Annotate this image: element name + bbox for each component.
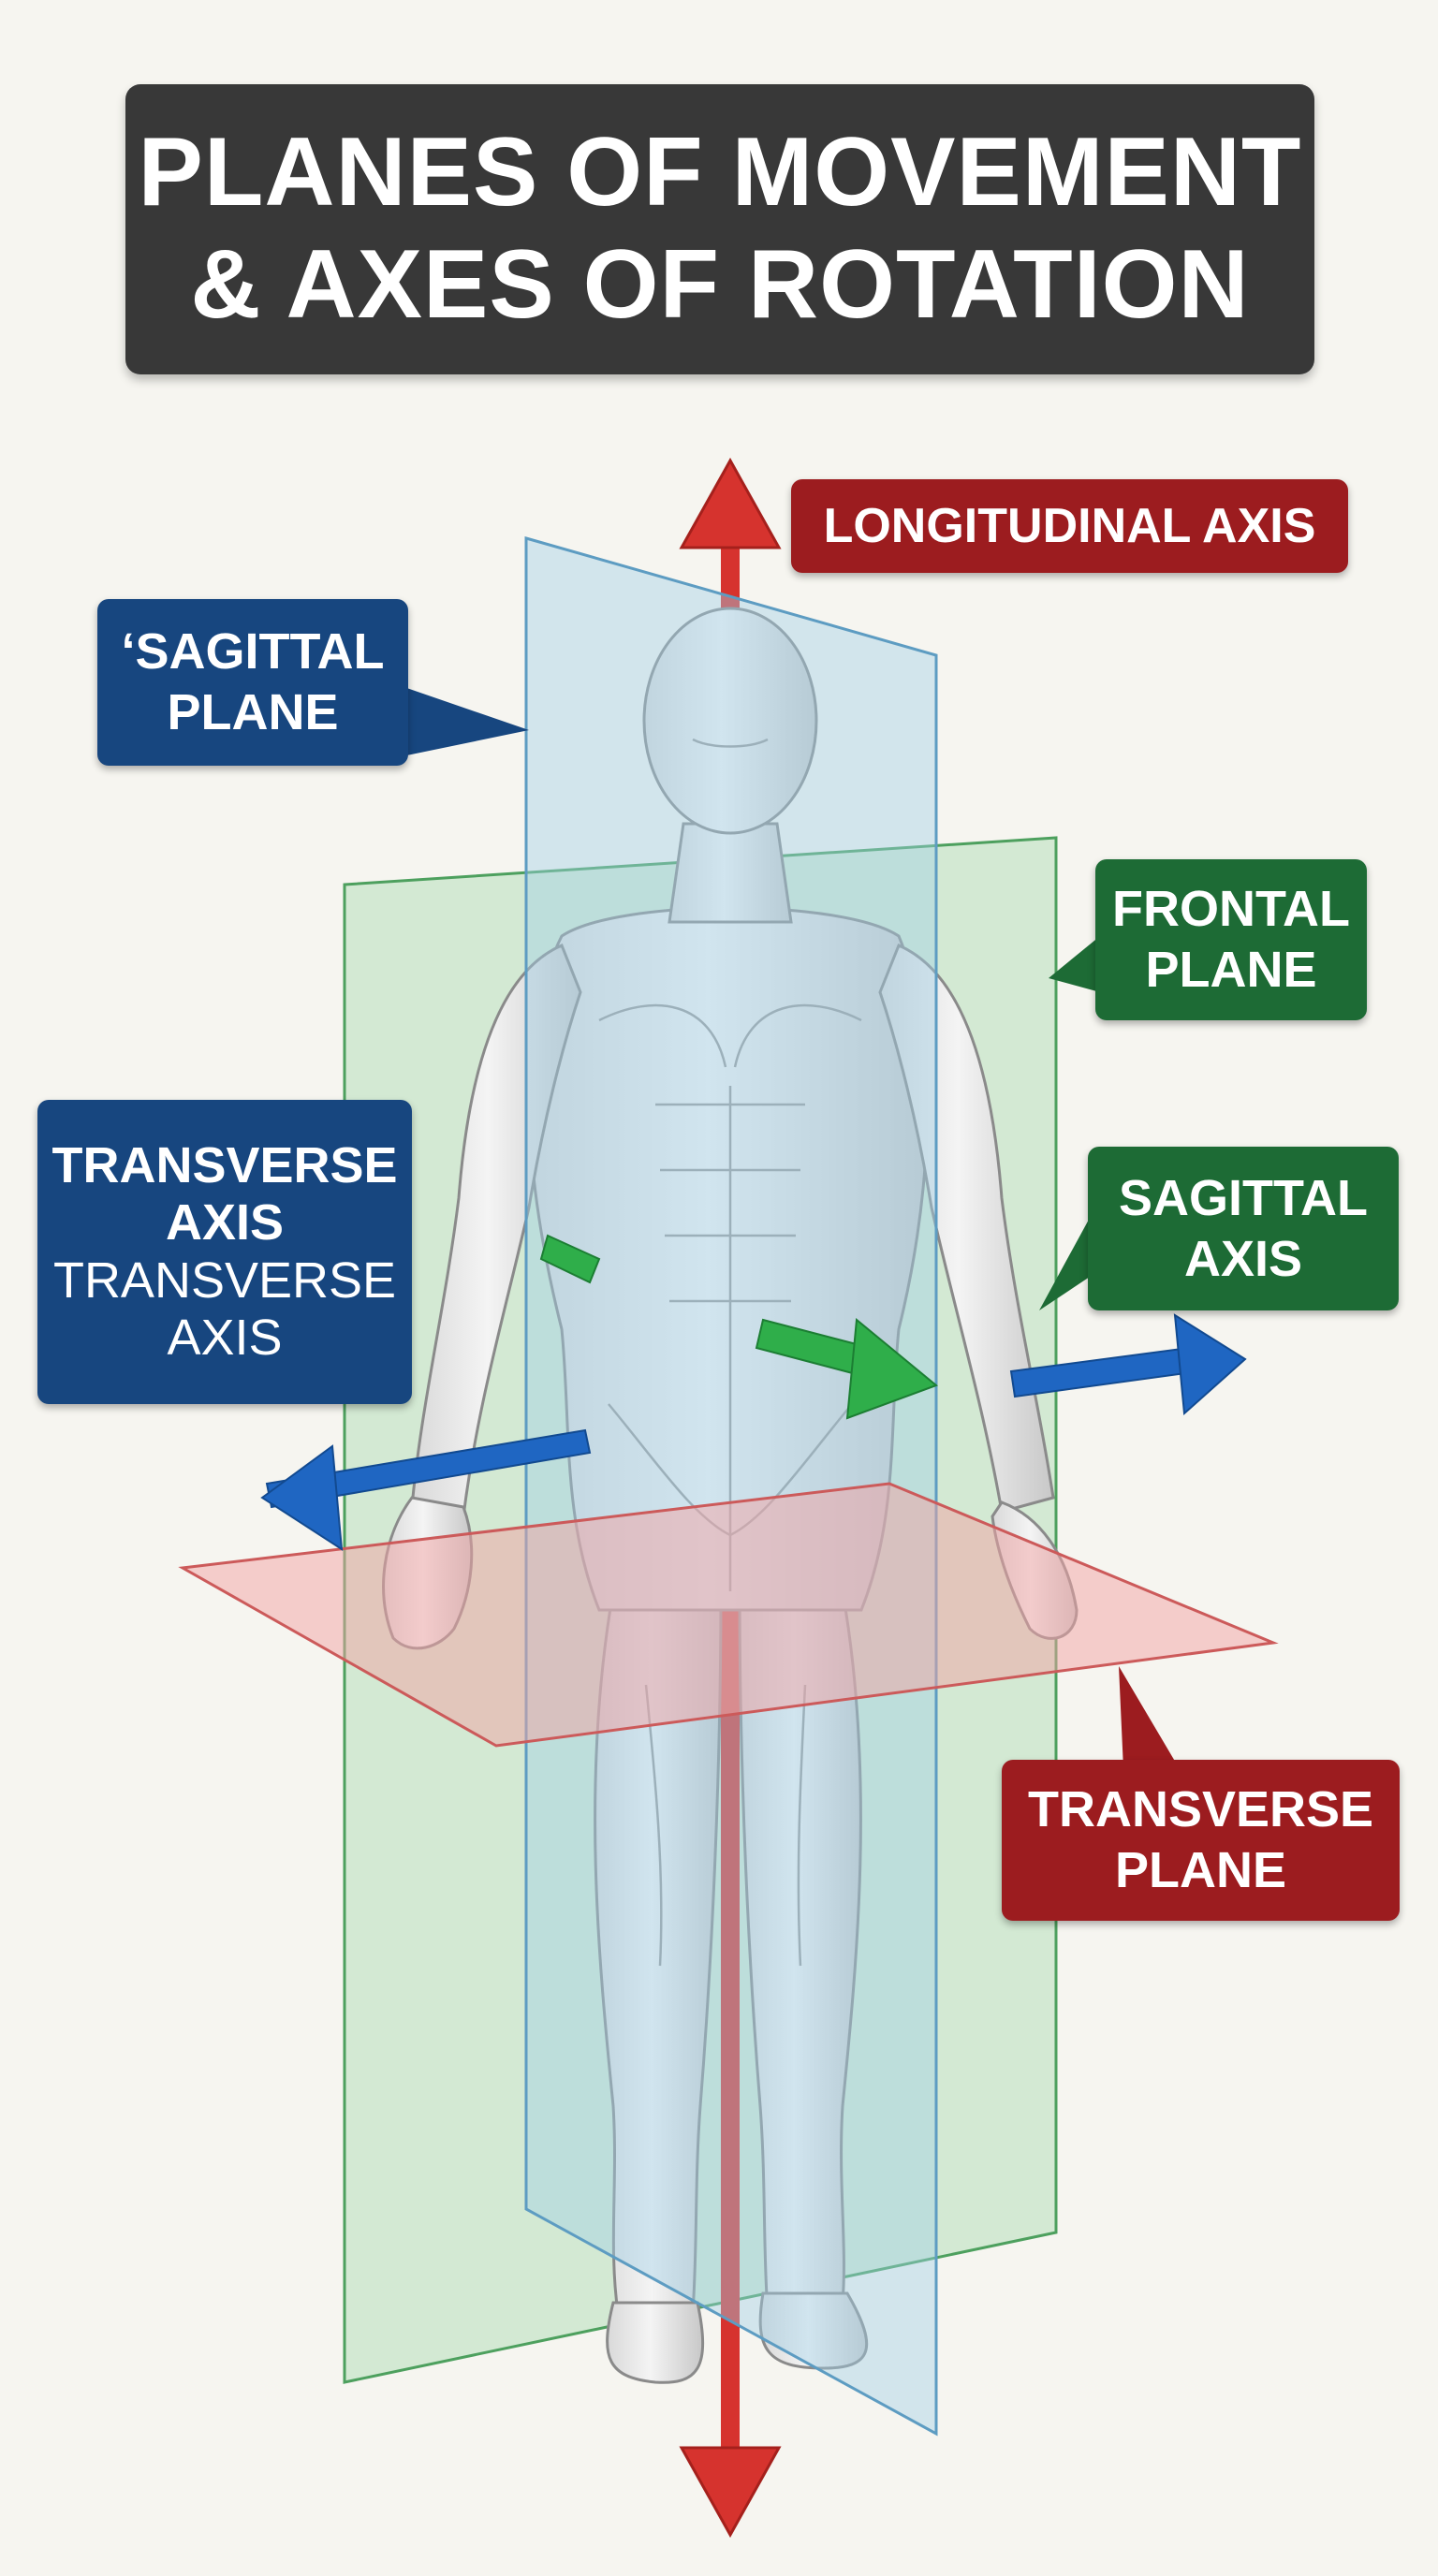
transverse-plane-label: TRANSVERSE PLANE	[1002, 1760, 1400, 1921]
title-line-1: PLANES OF MOVEMENT	[138, 118, 1302, 227]
longitudinal-axis-text: LONGITUDINAL AXIS	[823, 499, 1316, 553]
frontal-plane-line-2: PLANE	[1145, 942, 1317, 998]
sagittal-plane-line-1: ‘SAGITTAL	[121, 623, 385, 681]
sagittal-axis-label: SAGITTAL AXIS	[1088, 1147, 1399, 1310]
transverse-plane	[178, 1482, 1279, 1748]
transverse-plane-line-2: PLANE	[1114, 1842, 1286, 1898]
transverse-axis-arrow	[260, 1313, 1247, 1551]
transverse-axis-line-4: AXIS	[167, 1309, 283, 1366]
sagittal-plane-pointer	[393, 683, 529, 758]
transverse-plane-pointer	[1119, 1666, 1180, 1769]
title-line-2: & AXES OF ROTATION	[190, 230, 1250, 339]
transverse-axis-line-1: TRANSVERSE	[51, 1137, 398, 1194]
sagittal-axis-arrow	[539, 1234, 938, 1420]
sagittal-plane-label: ‘SAGITTAL PLANE	[97, 599, 408, 766]
frontal-plane-pointer	[1049, 936, 1100, 992]
sagittal-axis-line-1: SAGITTAL	[1119, 1169, 1368, 1226]
transverse-plane-line-1: TRANSVERSE	[1027, 1781, 1374, 1838]
sagittal-axis-line-2: AXIS	[1183, 1230, 1303, 1287]
longitudinal-axis-label: LONGITUDINAL AXIS	[791, 479, 1348, 573]
sagittal-plane-line-2: PLANE	[167, 684, 339, 740]
transverse-axis-line-2: AXIS	[165, 1194, 285, 1251]
title-banner: PLANES OF MOVEMENT & AXES OF ROTATION	[125, 84, 1314, 374]
transverse-axis-label: TRANSVERSE AXIS TRANSVERSE AXIS	[37, 1100, 412, 1404]
frontal-plane-line-1: FRONTAL	[1112, 881, 1350, 938]
frontal-plane-label: FRONTAL PLANE	[1095, 859, 1367, 1020]
transverse-axis-line-3: TRANSVERSE	[52, 1251, 397, 1309]
